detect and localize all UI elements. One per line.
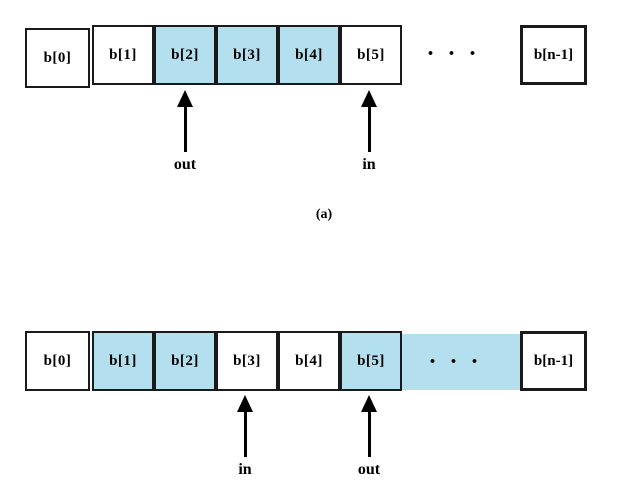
array-cell-last: b[n-1] bbox=[520, 25, 587, 85]
array-cell: b[0] bbox=[25, 28, 90, 88]
cell-label: b[5] bbox=[357, 352, 385, 369]
array-cell: b[5] bbox=[340, 25, 402, 85]
arrowhead-icon bbox=[237, 395, 253, 412]
array-cell: b[2] bbox=[154, 25, 216, 85]
cell-label: b[2] bbox=[171, 46, 199, 63]
arrow-shaft bbox=[367, 107, 371, 152]
wrap-around-filled-region bbox=[400, 334, 520, 390]
array-cell: b[1] bbox=[92, 331, 154, 391]
array-cell: b[3] bbox=[216, 25, 278, 85]
array-cell: b[3] bbox=[216, 331, 278, 391]
array-cell: b[2] bbox=[154, 331, 216, 391]
pointer-label: in bbox=[362, 156, 376, 173]
cell-label: b[3] bbox=[233, 352, 261, 369]
cell-label: b[n-1] bbox=[533, 352, 574, 369]
pointer-label: in bbox=[238, 461, 252, 478]
cell-label: b[n-1] bbox=[533, 46, 574, 63]
pointer-arrow-out: out bbox=[339, 395, 399, 479]
array-cell: b[0] bbox=[25, 331, 90, 391]
array-cell: b[5] bbox=[340, 331, 402, 391]
cell-label: b[1] bbox=[109, 352, 137, 369]
cell-label: b[0] bbox=[43, 352, 72, 369]
pointer-label: out bbox=[357, 461, 381, 478]
arrow-shaft bbox=[243, 412, 247, 457]
cell-label: b[2] bbox=[171, 352, 199, 369]
cell-label: b[4] bbox=[295, 46, 323, 63]
arrow-shaft bbox=[367, 412, 371, 457]
array-cell: b[4] bbox=[278, 331, 340, 391]
ellipsis-dots: ··· bbox=[428, 349, 492, 375]
arrowhead-icon bbox=[361, 395, 377, 412]
cell-label: b[5] bbox=[357, 46, 385, 63]
array-cell: b[1] bbox=[92, 25, 154, 85]
pointer-label: out bbox=[173, 156, 197, 173]
cell-label: b[4] bbox=[295, 352, 323, 369]
arrowhead-icon bbox=[361, 90, 377, 107]
cell-label: b[0] bbox=[43, 49, 72, 66]
pointer-arrow-in: in bbox=[215, 395, 275, 479]
arrow-shaft bbox=[183, 107, 187, 152]
arrowhead-icon bbox=[177, 90, 193, 107]
cell-label: b[1] bbox=[109, 46, 137, 63]
buffer-array-b: b[0] b[1] b[2] b[3] b[4] b[5] bbox=[25, 331, 402, 391]
buffer-array-a: b[0] b[1] b[2] b[3] b[4] b[5] bbox=[25, 25, 402, 88]
array-cell-last: b[n-1] bbox=[520, 331, 587, 391]
cell-label: b[3] bbox=[233, 46, 261, 63]
caption-a: (a) bbox=[315, 207, 333, 222]
ellipsis-dots: ··· bbox=[426, 41, 490, 67]
array-cell: b[4] bbox=[278, 25, 340, 85]
pointer-arrow-out: out bbox=[155, 90, 215, 174]
pointer-arrow-in: in bbox=[339, 90, 399, 174]
